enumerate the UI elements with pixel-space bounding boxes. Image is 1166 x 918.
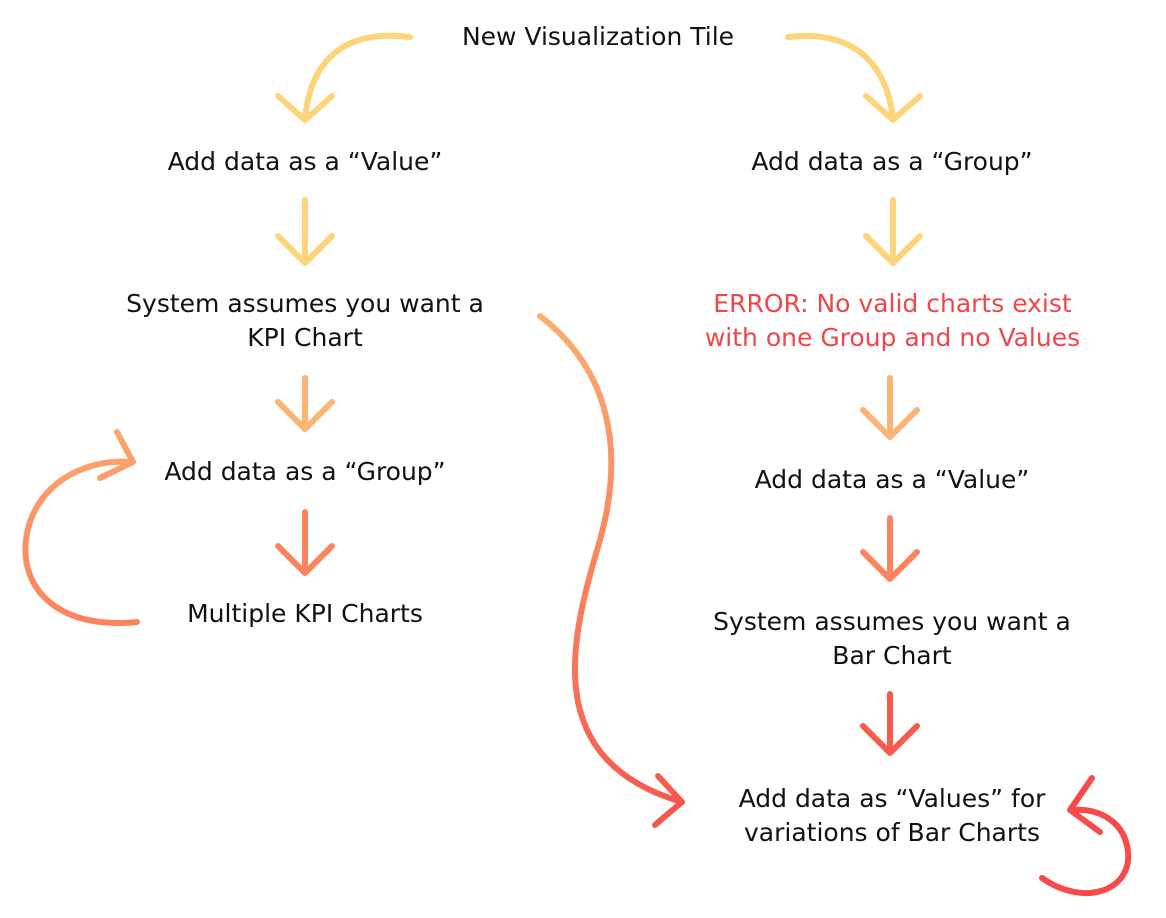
node-left-add-value: Add data as a “Value”	[167, 147, 443, 176]
node-right-add-value: Add data as a “Value”	[754, 465, 1030, 494]
node-new-visualization-tile: New Visualization Tile	[461, 22, 735, 51]
loop-arrow-final	[1039, 775, 1132, 897]
node-right-bar-chart: System assumes you want a Bar Chart	[713, 607, 1071, 670]
arrow-right-group-to-error	[863, 197, 923, 266]
arrow-left-value-to-kpi	[275, 197, 335, 266]
arrow-left-group-to-multiple	[275, 509, 335, 576]
arrow-right-bar-to-final	[860, 691, 920, 756]
arrow-right-value-to-bar	[860, 515, 920, 582]
node-left-add-group: Add data as a “Group”	[164, 457, 446, 486]
node-left-multiple-kpi: Multiple KPI Charts	[187, 599, 423, 628]
long-arrow-kpi-to-final	[537, 313, 685, 828]
arrow-left-kpi-to-group	[275, 375, 335, 432]
curved-arrow-start-left	[275, 32, 413, 123]
arrow-right-error-to-value	[860, 375, 920, 440]
curved-arrow-start-right	[785, 32, 923, 123]
node-final-add-values: Add data as “Values” for variations of B…	[738, 784, 1046, 847]
loop-arrow-left	[22, 429, 140, 626]
node-right-add-group: Add data as a “Group”	[751, 147, 1033, 176]
node-right-error: ERROR: No valid charts exist with one Gr…	[704, 289, 1081, 352]
node-left-kpi-chart: System assumes you want a KPI Chart	[126, 289, 484, 352]
